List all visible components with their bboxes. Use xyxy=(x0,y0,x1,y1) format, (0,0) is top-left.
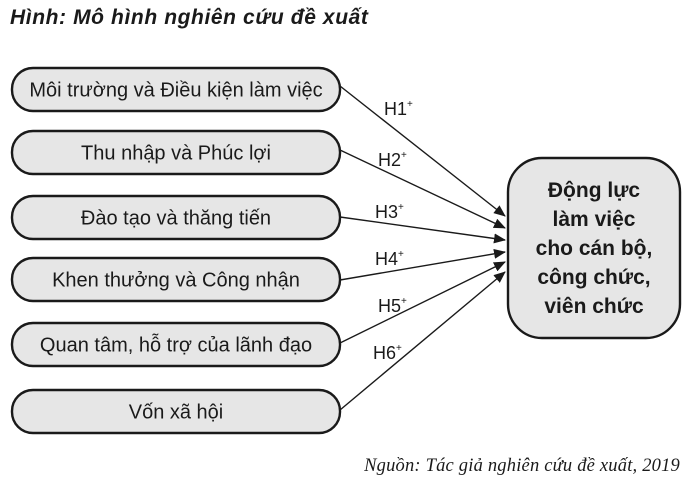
factor-box xyxy=(10,321,342,368)
hypothesis-sign: + xyxy=(407,99,413,110)
factor-label: Quan tâm, hỗ trợ của lãnh đạo xyxy=(40,334,312,357)
factor-node-6: Vốn xã hội xyxy=(10,388,342,435)
factor-node-1: Môi trường và Điều kiện làm việc xyxy=(10,66,342,113)
factor-label: Môi trường và Điều kiện làm việc xyxy=(29,80,322,102)
factor-box xyxy=(10,388,342,435)
factor-label: Đào tạo và thăng tiến xyxy=(81,208,271,230)
arrow-h5 xyxy=(339,261,506,344)
target-label-line: Động lực xyxy=(548,179,641,202)
target-label-line: làm việc xyxy=(553,208,636,231)
arrow-h3 xyxy=(339,216,506,244)
factor-node-3: Đào tạo và thăng tiến xyxy=(10,194,342,241)
factor-box xyxy=(10,129,342,176)
target-label-line: viên chức xyxy=(544,295,644,318)
target-label-line: cho cán bộ, xyxy=(536,237,653,260)
source-note: Nguồn: Tác giả nghiên cứu đề xuất, 2019 xyxy=(364,456,680,476)
hypothesis-label-h4: H4+ xyxy=(375,249,404,269)
hypothesis-label-h3: H3+ xyxy=(375,202,404,222)
hypothesis-label-h6: H6+ xyxy=(373,343,402,363)
factor-label: Khen thưởng và Công nhận xyxy=(52,270,300,292)
factor-label: Thu nhập và Phúc lợi xyxy=(81,143,271,165)
arrow-h4 xyxy=(339,248,506,281)
arrow-h6 xyxy=(339,271,506,411)
factor-box xyxy=(10,66,342,113)
figure-title: Hình: Mô hình nghiên cứu đề xuất xyxy=(10,6,369,29)
factor-node-2: Thu nhập và Phúc lợi xyxy=(10,129,342,176)
hypothesis-sign: + xyxy=(398,202,404,213)
hypothesis-sign: + xyxy=(401,296,407,307)
target-node-motivation: Động lực làm việc cho cán bộ, công chức, viê… xyxy=(506,156,682,340)
factor-label: Vốn xã hội xyxy=(129,402,224,424)
hypothesis-sign: + xyxy=(401,150,407,161)
arrow-h2 xyxy=(339,149,506,229)
arrow-h1 xyxy=(339,85,506,217)
factor-node-5: Quan tâm, hỗ trợ của lãnh đạo xyxy=(10,321,342,368)
hypothesis-sign: + xyxy=(398,249,404,260)
factor-node-4: Khen thưởng và Công nhận xyxy=(10,256,342,303)
hypothesis-label-h5: H5+ xyxy=(378,296,407,316)
hypothesis-label-h2: H2+ xyxy=(378,150,407,170)
factor-box xyxy=(10,256,342,303)
target-label-line: công chức, xyxy=(537,266,650,289)
factor-box xyxy=(10,194,342,241)
target-box xyxy=(506,156,682,340)
hypothesis-sign: + xyxy=(396,343,402,354)
hypothesis-label-h1: H1+ xyxy=(384,99,413,119)
